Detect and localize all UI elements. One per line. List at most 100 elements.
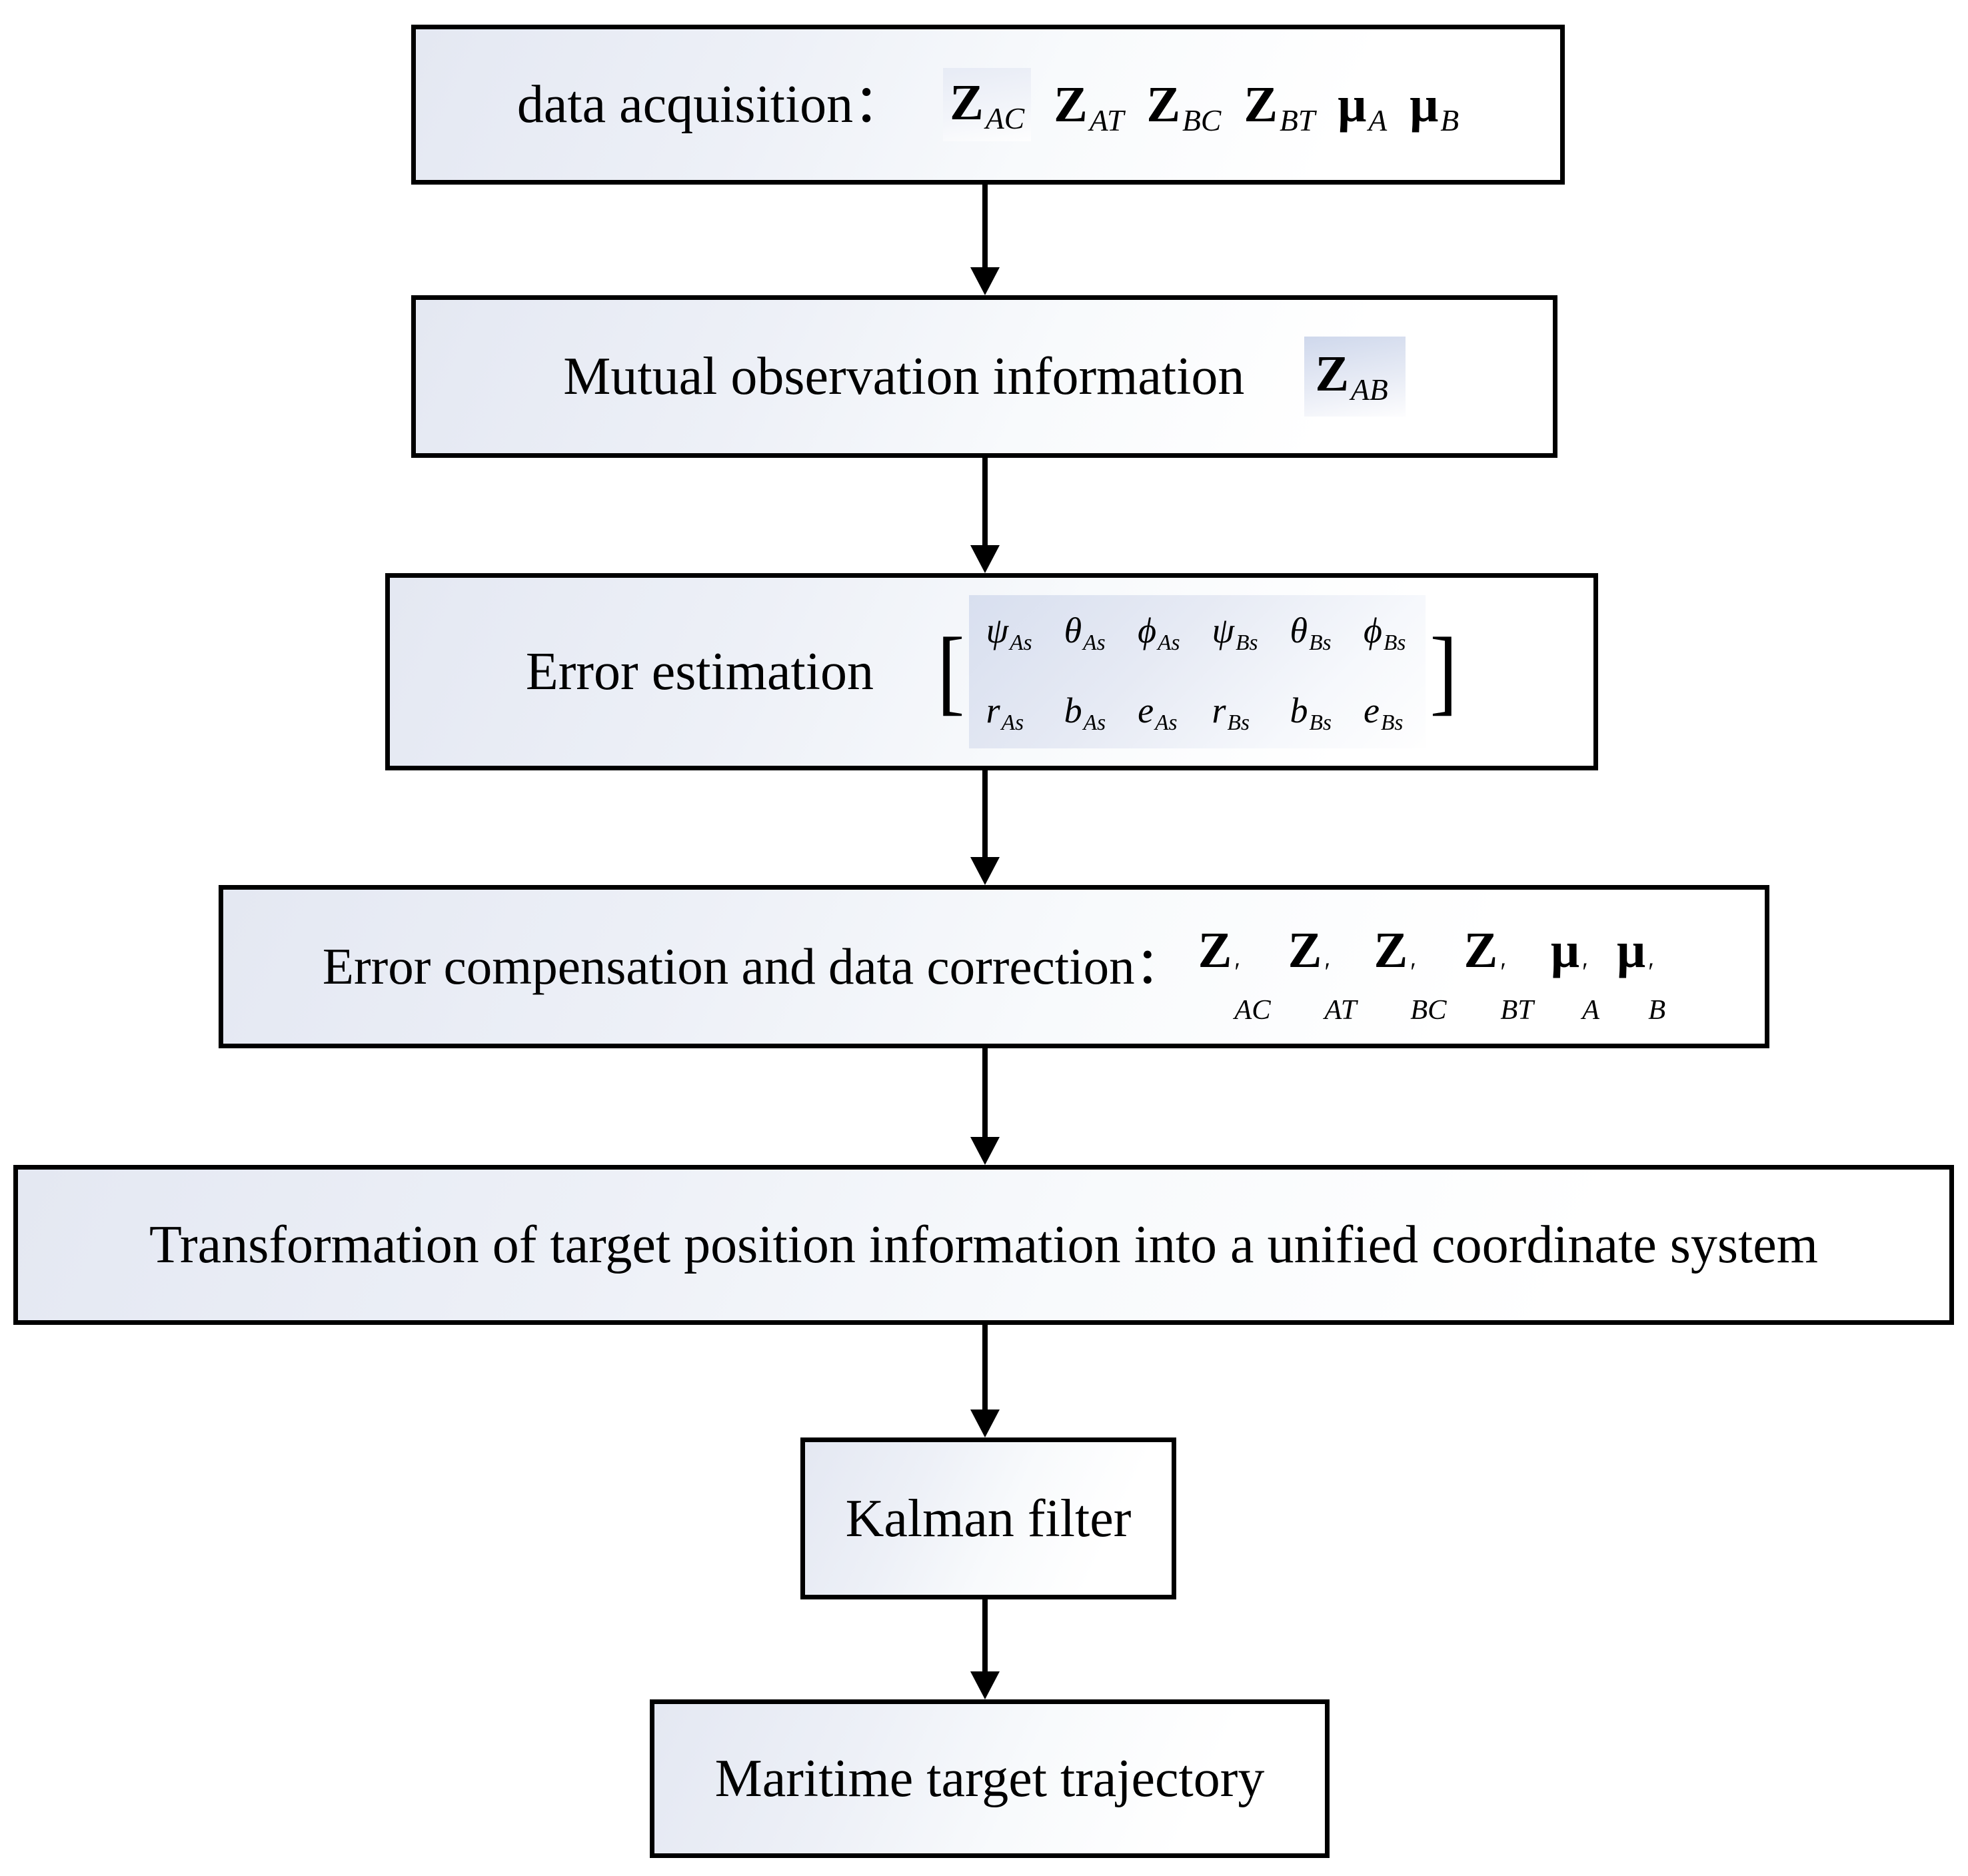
math-base: Z [950,75,984,131]
arrow-down-icon [970,1137,1000,1165]
math-prime-sub: ′ AC [1234,956,1271,1026]
math-term-zat-prime: Z′ AT [1288,922,1357,1024]
box-maritime-trajectory: Maritime target trajectory [650,1699,1330,1858]
math-sub: AC [985,101,1025,135]
arrow-shaft [982,1599,988,1671]
math-base: r [986,690,1000,730]
arrow-down-icon [970,1409,1000,1437]
math-base: Z [1464,922,1498,979]
flow-arrow-6 [970,1599,1000,1699]
math-base: ϕ [1364,610,1382,650]
math-sub: Bs [1383,630,1406,655]
box-coordinate-transformation: Transformation of target position inform… [13,1165,1954,1325]
math-sub: Bs [1380,710,1404,735]
math-term-zac-prime: Z′ AC [1198,922,1271,1024]
box-error-compensation: Error compensation and data correction： … [219,885,1769,1048]
arrow-down-icon [970,1671,1000,1699]
math-prime-sub: ′ BT [1500,956,1533,1026]
math-base: r [1212,690,1226,730]
box-error-estimation-label: Error estimation [525,642,874,701]
arrow-shaft [982,770,988,857]
math-sub: AC [1234,994,1271,1026]
math-base: Z [1198,922,1232,979]
math-sub: As [1083,710,1106,735]
math-sub: As [1155,710,1178,735]
math-sub: As [1158,630,1180,655]
math-base: Z [1244,77,1278,133]
box-error-compensation-label: Error compensation and data correction： [322,938,1186,995]
math-base: Z [1146,77,1181,133]
math-prime-sub: ′BC [1410,958,1446,1024]
math-term-mu-b-prime: μ′ B [1616,922,1665,1024]
math-sub: Bs [1227,710,1250,735]
arrow-down-icon [970,545,1000,573]
math-base: μ [1550,922,1579,979]
math-sub: Bs [1309,630,1332,655]
math-base: b [1064,690,1082,730]
math-prime: ′ [1648,956,1654,986]
matrix-open-bracket: [ [936,618,965,724]
math-sub: B [1648,994,1666,1026]
math-sub: BT [1280,103,1316,137]
box-maritime-trajectory-label: Maritime target trajectory [714,1749,1265,1808]
math-base: e [1364,690,1380,730]
box-data-acquisition-label: data acquisition： [516,75,907,134]
math-sub: BC [1182,103,1222,137]
math-sub: AT [1324,994,1357,1026]
arrow-down-icon [970,267,1000,295]
math-prime: ′ [1234,956,1240,986]
matrix-close-bracket: ] [1430,618,1458,724]
math-sub: As [1010,630,1032,655]
math-base: θ [1290,610,1308,650]
math-prime: ′ [1500,956,1506,986]
math-base: Z [1315,346,1350,402]
math-base: Z [1374,922,1408,979]
flow-arrow-2 [970,458,1000,573]
math-prime-sub: ′A [1581,956,1599,1024]
math-base: ψ [986,610,1009,650]
math-base: e [1138,690,1154,730]
math-sub: A [1368,103,1388,137]
math-base: b [1290,690,1308,730]
math-prime: ′ [1324,956,1331,986]
flow-arrow-1 [970,185,1000,295]
flow-arrow-4 [970,1048,1000,1165]
math-sub: As [1001,710,1024,735]
math-sub: AB [1351,372,1388,407]
arrow-shaft [982,1325,988,1409]
math-base: ϕ [1138,610,1157,650]
math-base: ψ [1212,610,1235,650]
math-prime: ′ [1581,956,1588,986]
math-base: μ [1410,77,1439,133]
math-sub: Bs [1309,710,1332,735]
math-base: μ [1338,77,1367,133]
math-sub: AT [1089,103,1124,137]
math-base: μ [1616,922,1646,979]
flow-arrow-5 [970,1325,1000,1437]
box-mutual-observation-label: Mutual observation information [563,347,1245,406]
math-sub: As [1083,630,1106,655]
math-base: Z [1054,77,1088,133]
arrow-shaft [982,458,988,545]
math-sub: BT [1500,994,1533,1026]
math-base: Z [1288,922,1322,979]
box-coordinate-transformation-label: Transformation of target position inform… [149,1216,1819,1274]
box-kalman-filter-label: Kalman filter [845,1489,1132,1548]
math-term-mu-a-prime: μ′A [1550,922,1599,1024]
math-base: θ [1064,610,1082,650]
